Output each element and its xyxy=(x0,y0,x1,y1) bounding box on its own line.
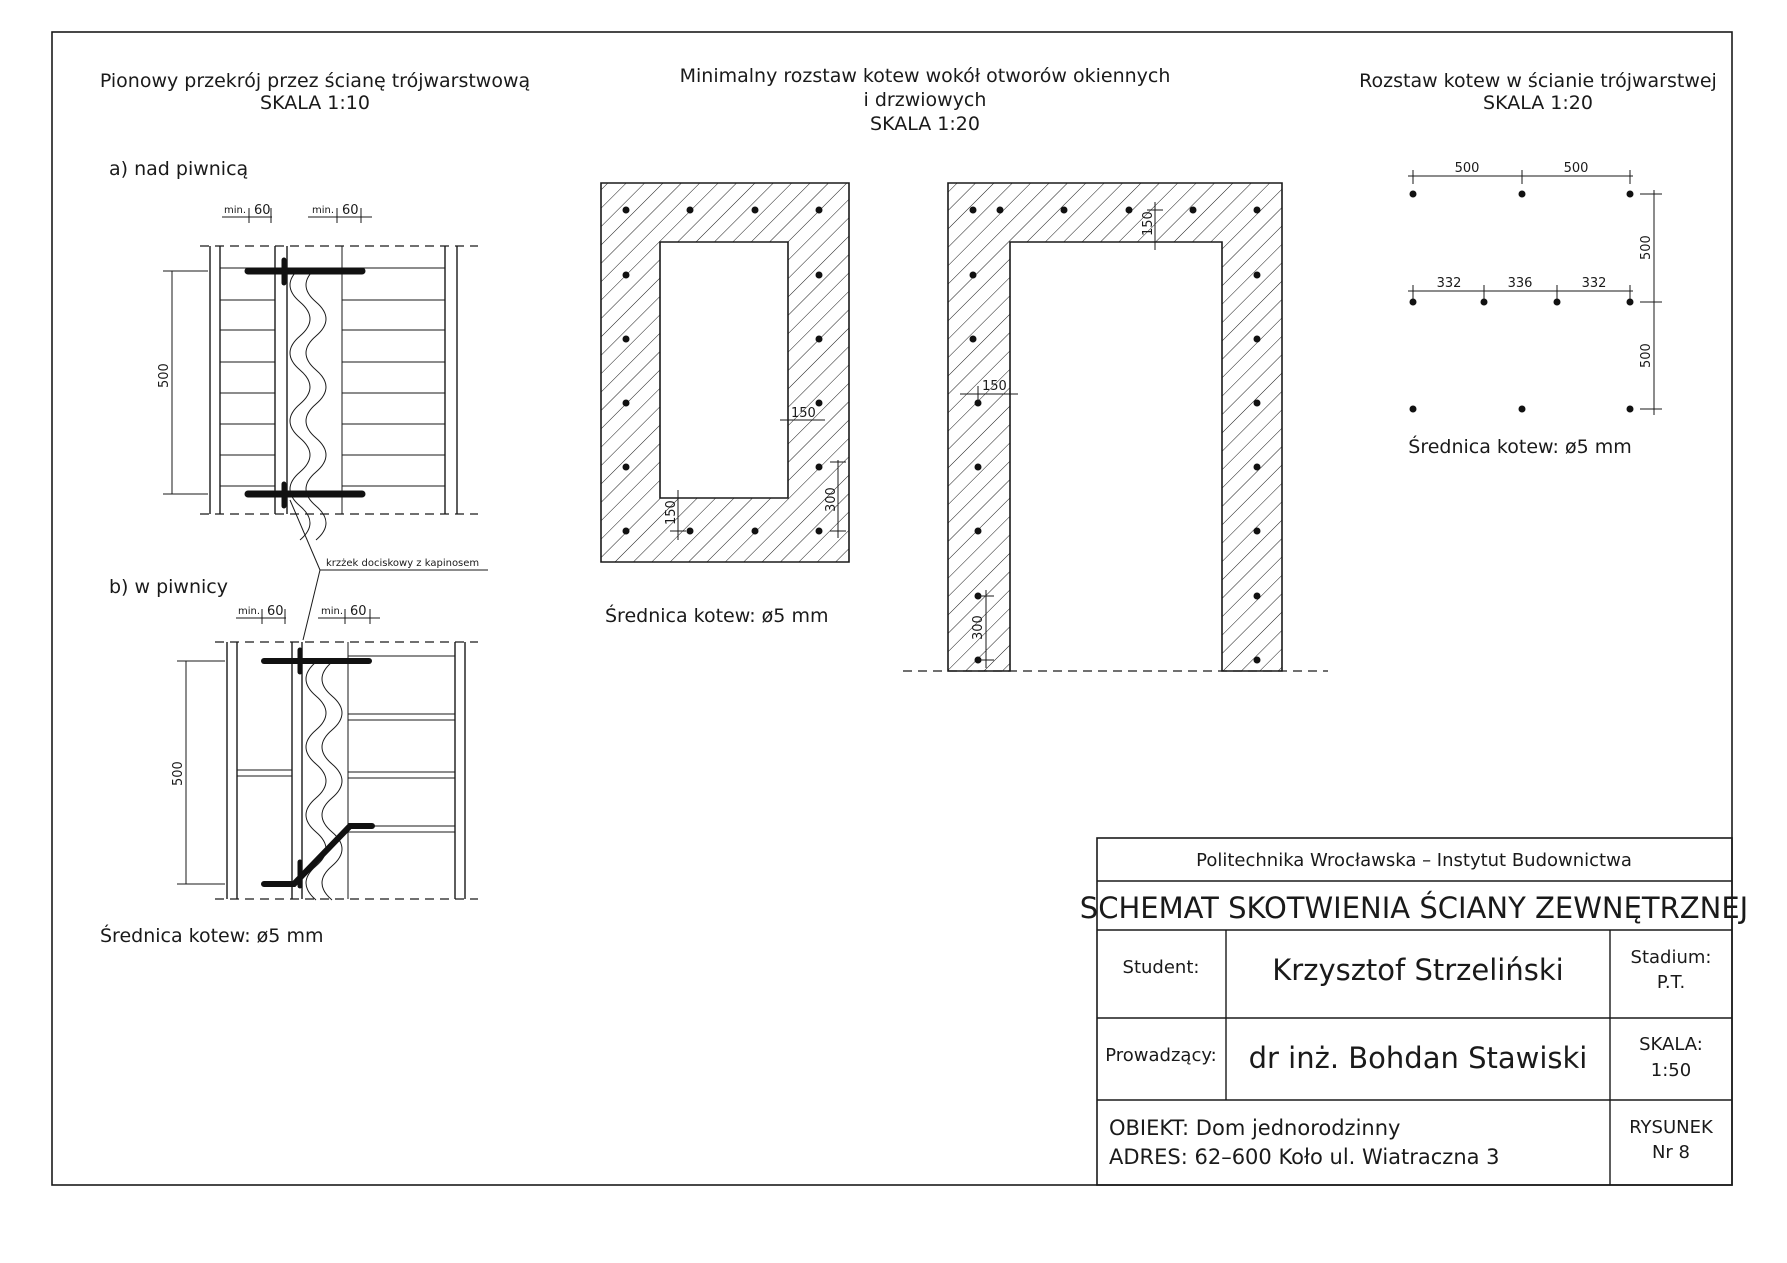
drawing-number: Nr 8 xyxy=(1652,1142,1690,1163)
min-label: min. xyxy=(321,606,343,617)
window-wall-hatch xyxy=(600,182,850,563)
spacing-anchors xyxy=(1409,190,1634,413)
scale-label: SKALA: xyxy=(1639,1034,1703,1055)
spacing-section-group: Rozstaw kotew w ścianie trójwarstwej SKA… xyxy=(1359,70,1717,458)
spacing-dim-vert-2: 500 xyxy=(1639,343,1654,368)
spacing-diameter-note: Średnica kotew: ø5 mm xyxy=(1408,434,1631,458)
scale-value: 1:50 xyxy=(1651,1060,1691,1081)
door-wall-hatch xyxy=(947,182,1283,672)
openings-title-1: Minimalny rozstaw kotew wokół otworów ok… xyxy=(680,65,1171,87)
height-dim-500: 500 xyxy=(171,761,186,786)
door-dim-300: 300 xyxy=(971,615,986,640)
institution-name: Politechnika Wrocławska – Instytut Budow… xyxy=(1196,850,1632,871)
stage-value: P.T. xyxy=(1657,972,1685,993)
vertical-diameter-note: Średnica kotew: ø5 mm xyxy=(100,923,323,947)
insulation-wave-a xyxy=(289,267,327,541)
openings-scale: SKALA 1:20 xyxy=(870,113,980,135)
spacing-dim-mid-2: 336 xyxy=(1508,276,1533,291)
spacing-scale: SKALA 1:20 xyxy=(1483,92,1593,114)
label-in-basement: b) w piwnicy xyxy=(109,576,228,598)
supervisor-label: Prowadzący: xyxy=(1105,1045,1217,1066)
min-value: 60 xyxy=(342,203,359,218)
spacing-dim-mid-1: 332 xyxy=(1437,276,1462,291)
sheet-border xyxy=(51,31,1733,1186)
insulation-wave-b xyxy=(305,661,343,901)
supervisor-name: dr inż. Bohdan Stawiski xyxy=(1249,1041,1588,1075)
window-dim-300: 300 xyxy=(824,487,839,512)
brick-joints-a xyxy=(220,246,445,514)
openings-section-group: Minimalny rozstaw kotew wokół otworów ok… xyxy=(600,65,1328,672)
vertical-section-group: Pionowy przekrój przez ścianę trójwarstw… xyxy=(100,70,530,947)
drawing-title: SCHEMAT SKOTWIENIA ŚCIANY ZEWNĘTRZNEJ xyxy=(1080,891,1748,925)
address-line: ADRES: 62–600 Koło ul. Wiatraczna 3 xyxy=(1109,1145,1500,1169)
window-dim-150-b: 150 xyxy=(664,500,679,525)
door-anchors xyxy=(969,206,1261,664)
min-value: 60 xyxy=(254,203,271,218)
anchor-callout: krzżek dociskowy z kapinosem xyxy=(326,558,479,569)
window-diameter-note: Średnica kotew: ø5 mm xyxy=(605,603,828,627)
stage-label: Stadium: xyxy=(1631,947,1712,968)
spacing-dim-vert-1: 500 xyxy=(1639,235,1654,260)
door-dim-150-side: 150 xyxy=(982,379,1007,394)
height-dim-500: 500 xyxy=(157,363,172,388)
label-above-basement: a) nad piwnicą xyxy=(109,158,248,180)
vertical-section-scale: SKALA 1:10 xyxy=(260,92,370,114)
min-label: min. xyxy=(238,606,260,617)
brick-joints-b xyxy=(237,642,455,899)
door-dim-150-top: 150 xyxy=(1141,211,1156,236)
window-dim-150: 150 xyxy=(791,406,816,421)
min-value: 60 xyxy=(267,604,284,619)
student-name: Krzysztof Strzeliński xyxy=(1272,953,1563,987)
min-label: min. xyxy=(312,205,334,216)
vertical-section-title: Pionowy przekrój przez ścianę trójwarstw… xyxy=(100,70,530,92)
min-value: 60 xyxy=(350,604,367,619)
spacing-title: Rozstaw kotew w ścianie trójwarstwej xyxy=(1359,70,1717,92)
window-anchors xyxy=(622,206,823,535)
spacing-dim-mid-3: 332 xyxy=(1582,276,1607,291)
spacing-dim-top-1: 500 xyxy=(1455,161,1480,176)
object-line: OBIEKT: Dom jednorodzinny xyxy=(1109,1116,1400,1140)
anchor-bar-bent xyxy=(261,823,375,887)
title-block: Politechnika Wrocławska – Instytut Budow… xyxy=(1080,837,1748,1186)
min-label: min. xyxy=(224,205,246,216)
drawing-label: RYSUNEK xyxy=(1629,1117,1714,1138)
student-label: Student: xyxy=(1123,957,1200,978)
spacing-dim-top-2: 500 xyxy=(1564,161,1589,176)
openings-title-2: i drzwiowych xyxy=(864,89,987,111)
